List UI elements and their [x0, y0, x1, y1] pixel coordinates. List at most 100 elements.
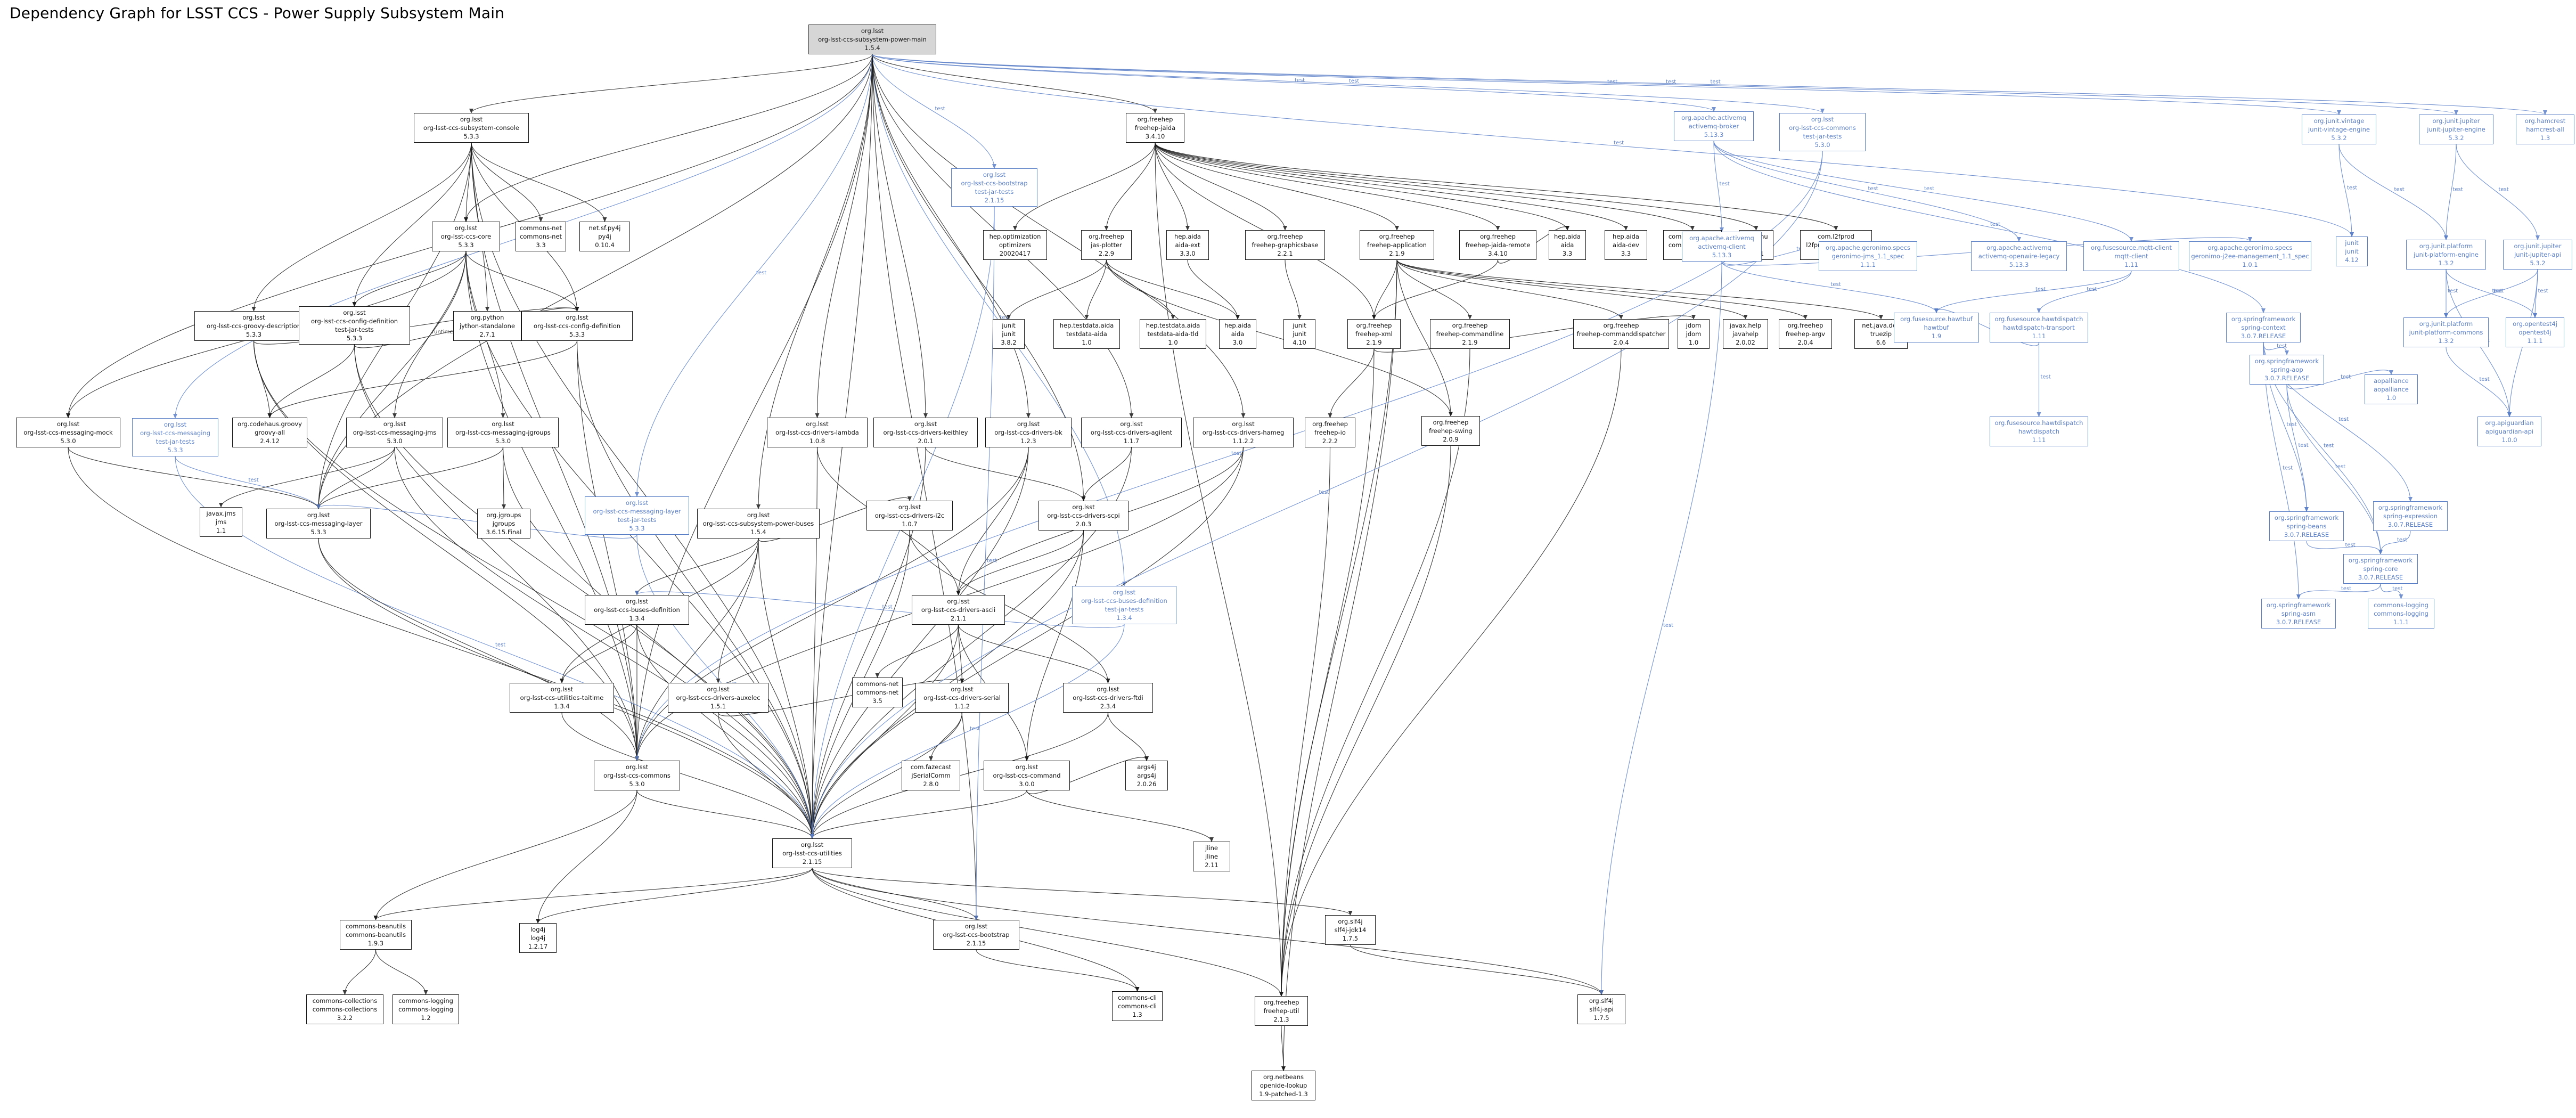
node-label-line: javahelp: [1732, 330, 1759, 338]
node-label-line: 3.3: [1562, 250, 1573, 257]
node-label-line: org.lsst: [625, 763, 649, 771]
dependency-edge: [2378, 531, 2411, 554]
dependency-edge: [1372, 259, 1397, 320]
node-label-line: org.apache.activemq: [1689, 234, 1754, 242]
node-label-line: 20020417: [999, 250, 1031, 257]
node-label-line: 2.1.15: [984, 197, 1004, 204]
node-label-line: jas-plotter: [1091, 241, 1122, 249]
dependency-edge: [1026, 790, 1214, 842]
node-label-line: 2.1.15: [966, 940, 986, 947]
dependency-edge: [1713, 141, 2266, 313]
node-label-line: 2.1.3: [1273, 1016, 1289, 1023]
edge-scope-label: test: [2335, 464, 2345, 470]
dependency-edge: [812, 868, 1353, 916]
edge-scope-label: test: [1663, 623, 1673, 629]
dependency-edge: [635, 590, 1125, 628]
node-label-line: org.lsst: [625, 598, 649, 605]
node-label-line: 2.0.26: [1136, 780, 1157, 788]
dependency-edge: [1279, 445, 1451, 997]
dependency-edge: [872, 54, 2341, 115]
node-label-line: com.fazecast: [910, 763, 952, 771]
dependency-edge: [635, 54, 873, 761]
node-label-line: 1.0: [1082, 339, 1092, 346]
dependency-edge: [1106, 259, 1175, 320]
node-label-line: org.freehep: [1379, 233, 1415, 240]
dependency-edge: [2037, 271, 2132, 313]
node-label-line: org.freehep: [1433, 419, 1469, 426]
node-label-line: hep.optimization: [989, 233, 1041, 240]
node-label-line: org-lsst-ccs-command: [993, 772, 1061, 779]
node-label-line: org.lsst: [460, 116, 483, 123]
edge-scope-label: test: [1231, 451, 1241, 456]
edge-scope-label: test: [1720, 181, 1730, 187]
dependency-edge: [1599, 261, 1722, 995]
node-label-line: org.lsst: [625, 499, 649, 507]
edge-scope-label: test: [1295, 78, 1305, 84]
dependency-edge: [465, 251, 579, 312]
node-label-line: commons-net: [856, 680, 899, 688]
edge-scope-label: test: [2341, 374, 2351, 380]
node-label-line: org-lsst-ccs-drivers-auxelec: [676, 694, 760, 701]
node-label-line: 1.3: [1132, 1011, 1142, 1018]
dependency-edge: [253, 306, 579, 345]
node-label-line: spring-aop: [2270, 366, 2303, 373]
node-label-line: 1.3.4: [629, 615, 645, 622]
node-label-line: org-lsst-ccs-messaging-jgroups: [455, 429, 551, 436]
node-label-line: hawtbuf: [1924, 324, 1949, 331]
node-label-line: org.lsst: [163, 421, 187, 428]
node-label-line: aida-ext: [1175, 241, 1200, 249]
edge-scope-label: test: [1831, 282, 1841, 288]
node-label-line: org.springframework: [2274, 514, 2339, 521]
node-label-line: org-lsst-ccs-bootstrap: [943, 931, 1010, 939]
node-label-line: 1.0.1: [2242, 261, 2258, 268]
node-label-line: org-lsst-ccs-messaging-layer: [593, 508, 681, 515]
edge-scope-label: test: [935, 106, 945, 112]
node-label-line: org.slf4j: [1589, 997, 1614, 1005]
edge-scope-label: test: [2394, 187, 2405, 193]
dependency-edge: [2338, 144, 2354, 237]
node-label-line: 5.3.2: [2530, 259, 2546, 267]
node-label-line: org.fusesource.hawtbuf: [1900, 315, 1973, 323]
dependency-edge: [576, 340, 814, 839]
node-label-line: aopalliance: [2374, 386, 2409, 393]
node-label-line: junit: [1293, 322, 1306, 329]
dependency-edge: [872, 54, 2547, 115]
edge-scope-label: test: [2499, 187, 2509, 193]
node-label-line: org-lsst-ccs-drivers-hameg: [1202, 429, 1285, 436]
dependency-edge: [502, 447, 814, 839]
dependency-edge: [1279, 259, 1397, 997]
node-label-line: org-lsst-ccs-drivers-agilent: [1090, 429, 1173, 436]
dependency-edge: [756, 54, 873, 509]
node-label-line: org-lsst-ccs-messaging-mock: [23, 429, 113, 436]
node-label-line: org-lsst-ccs-config-definition: [310, 317, 398, 325]
node-label-line: 5.3.3: [246, 331, 262, 338]
node-label-line: 1.0.0: [2501, 436, 2517, 444]
node-label-line: 5.3.0: [495, 437, 511, 445]
node-label-line: 1.0: [1168, 339, 1178, 346]
node-label-line: org.lsst: [947, 598, 970, 605]
node-label-line: org-lsst-ccs-buses-definition: [594, 606, 680, 614]
node-label-line: junit-platform-commons: [2409, 329, 2483, 336]
node-label-line: 5.3.3: [629, 525, 645, 532]
dependency-edge: [1084, 259, 1107, 320]
dependency-edge: [175, 456, 321, 509]
node-label-line: 1.1.2.2: [1232, 437, 1254, 445]
node-label-line: org-lsst-ccs-utilities-taitime: [520, 694, 604, 701]
node-label-line: test-jar-tests: [975, 188, 1014, 195]
node-label-line: 1.0: [2386, 394, 2397, 402]
node-label-line: truezip: [1870, 330, 1892, 338]
node-label-line: org.lsst: [1113, 589, 1136, 596]
